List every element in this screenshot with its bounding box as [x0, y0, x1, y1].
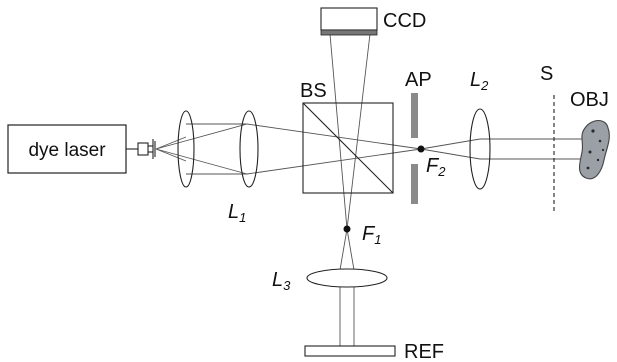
focus-f2-label: F2: [426, 155, 446, 179]
focus-f1-label: F1: [362, 223, 381, 247]
lens-l3: [306, 268, 388, 288]
lens-l1: [239, 110, 259, 188]
dye-laser-label: dye laser: [28, 140, 106, 161]
beam-splitter-label: BS: [300, 80, 327, 102]
ccd-sensor: [320, 29, 378, 36]
beam-paths: [155, 33, 600, 346]
focus-f2-dot: [417, 145, 425, 153]
ccd-body: [320, 7, 378, 31]
reference-mirror: [304, 345, 396, 357]
sample-plane-label: S: [540, 63, 553, 85]
ccd-label: CCD: [383, 10, 426, 32]
aperture-label: AP: [405, 69, 432, 91]
lens-l1-label: L1: [228, 201, 246, 225]
lens-l3-label: L3: [272, 269, 291, 293]
lens-l2-label: L2: [470, 69, 489, 93]
aperture-lower: [411, 164, 418, 204]
beam-splitter-diagonal: [302, 102, 394, 194]
focus-f1-dot: [343, 225, 351, 233]
laser-connector: [126, 139, 156, 159]
aperture-upper: [411, 93, 418, 138]
object-dots: [586, 129, 605, 170]
lens-l2: [469, 108, 491, 190]
reference-label: REF: [404, 341, 444, 362]
object-label: OBJ: [570, 89, 609, 111]
object-shape: [578, 119, 610, 180]
dye-laser-box: [7, 124, 127, 174]
beam-splitter: [302, 102, 394, 194]
lens-collimator: [177, 110, 195, 188]
